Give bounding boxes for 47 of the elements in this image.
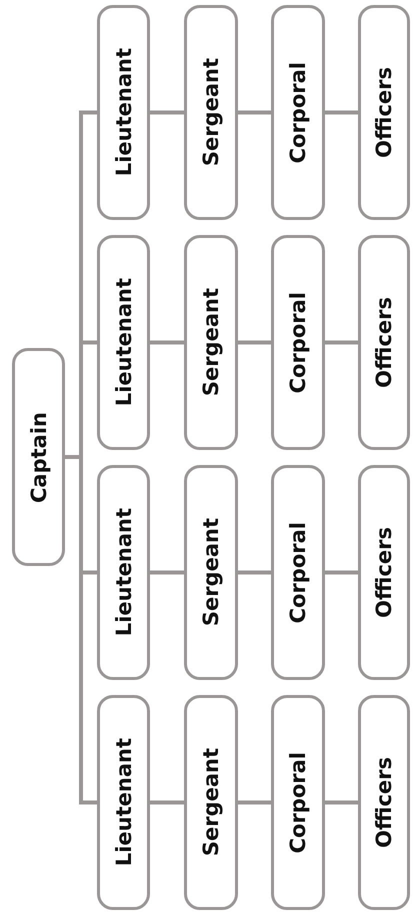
rank-label: Corporal bbox=[286, 292, 310, 394]
rank-label: Sergeant bbox=[199, 288, 223, 397]
rank-box bbox=[97, 695, 150, 910]
rank-box bbox=[97, 235, 150, 450]
rank-label: Sergeant bbox=[199, 58, 223, 167]
rank-box bbox=[12, 348, 65, 566]
rank-box bbox=[184, 465, 238, 680]
rank-box bbox=[97, 465, 150, 680]
connector-line bbox=[325, 800, 358, 804]
rank-label: Corporal bbox=[286, 62, 310, 164]
rank-box bbox=[271, 465, 325, 680]
rank-label: Sergeant bbox=[199, 518, 223, 627]
rank-box bbox=[184, 695, 238, 910]
rank-label: Lieutenant bbox=[112, 48, 136, 177]
connector-line bbox=[325, 340, 358, 344]
connector-line bbox=[150, 340, 184, 344]
connector-line bbox=[150, 110, 184, 114]
connector-line bbox=[238, 110, 271, 114]
rank-box bbox=[97, 5, 150, 220]
connector-line bbox=[238, 800, 271, 804]
rank-label: Captain bbox=[26, 412, 50, 502]
connector-line bbox=[150, 570, 184, 574]
rank-label: Officers bbox=[372, 297, 396, 388]
rank-label: Corporal bbox=[286, 522, 310, 624]
rank-box bbox=[271, 5, 325, 220]
rank-label: Lieutenant bbox=[112, 278, 136, 407]
rank-box bbox=[358, 235, 410, 450]
rank-label: Lieutenant bbox=[112, 508, 136, 637]
rank-box bbox=[271, 235, 325, 450]
rank-label: Officers bbox=[372, 757, 396, 848]
connector-line bbox=[325, 110, 358, 114]
rank-label: Sergeant bbox=[199, 748, 223, 857]
rank-label: Lieutenant bbox=[112, 738, 136, 867]
rank-label: Officers bbox=[372, 67, 396, 158]
connector-line bbox=[150, 800, 184, 804]
rank-box bbox=[184, 235, 238, 450]
rank-box bbox=[184, 5, 238, 220]
rank-label: Corporal bbox=[286, 752, 310, 854]
rank-box bbox=[358, 695, 410, 910]
rank-label: Officers bbox=[372, 527, 396, 618]
connector-line bbox=[238, 570, 271, 574]
rank-box bbox=[358, 465, 410, 680]
connector-line bbox=[238, 340, 271, 344]
connector-line bbox=[65, 110, 97, 459]
connector-line bbox=[325, 570, 358, 574]
rank-box bbox=[358, 5, 410, 220]
rank-box bbox=[271, 695, 325, 910]
